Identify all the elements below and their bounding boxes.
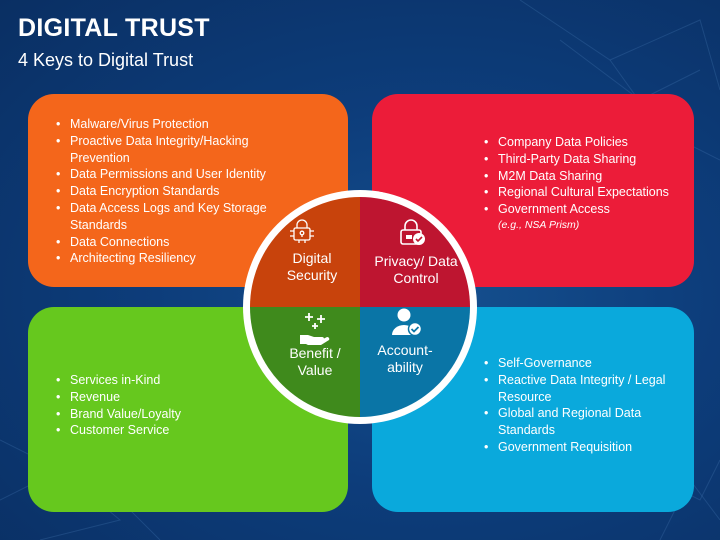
list-item: •Services in-Kind [56,373,161,387]
list-item: •Customer Service [56,423,170,438]
list-item: •Government Access (e.g., NSA Prism) [484,201,684,232]
digital-lock-icon [290,219,314,243]
page-title: DIGITAL TRUST [18,14,210,42]
hub-quadrant-privacy: Privacy/ Data Control [360,197,470,307]
label-accountability: Account-ability [377,342,433,375]
hand-sparkle-icon [300,313,330,345]
list-item: •Government Requisition [484,439,633,454]
list-item-note: (e.g., NSA Prism) [498,218,580,231]
list-item: •Global and Regional Data Standards [484,406,642,438]
list-item: •Company Data Policies [484,135,628,149]
label-benefit-value: Benefit / Value [289,345,341,378]
privacy-list: •Company Data Policies •Third-Party Data… [484,134,684,232]
security-list: •Malware/Virus Protection •Proactive Dat… [56,116,296,267]
list-item: •Data Permissions and User Identity [56,167,266,182]
list-item: •Third-Party Data Sharing [484,151,637,166]
list-item: •Data Connections [56,234,170,249]
lock-check-icon [400,219,425,245]
list-item: •Architecting Resiliency [56,251,196,266]
hub-quadrant-benefit: Benefit / Value [250,307,360,417]
accountability-list: •Self-Governance •Reactive Data Integrit… [484,355,684,456]
label-digital-security: Digital Security [286,250,338,283]
hub-quadrant-security: Digital Security [250,197,360,307]
list-item: •Data Encryption Standards [56,184,220,199]
label-privacy-data-control: Privacy/ Data Control [374,253,458,286]
hub-quadrant-accountability: Account-ability [360,307,470,417]
list-item: •Reactive Data Integrity / Legal Resourc… [484,372,666,404]
list-item: •Brand Value/Loyalty [56,406,181,421]
list-item: •Proactive Data Integrity/Hacking Preven… [56,133,249,165]
list-item: •Data Access Logs and Key Storage Standa… [56,200,267,232]
list-item: •Revenue [56,389,121,404]
benefit-list: •Services in-Kind •Revenue •Brand Value/… [56,372,256,439]
list-item: •Malware/Virus Protection [56,117,209,131]
list-item: •M2M Data Sharing [484,168,603,183]
page-subtitle: 4 Keys to Digital Trust [18,50,194,70]
user-check-icon [392,308,423,337]
list-item: •Self-Governance [484,356,592,370]
list-item: •Regional Cultural Expectations [484,185,669,200]
hub-circle: Digital Security Privacy/ Data Control [250,197,470,417]
